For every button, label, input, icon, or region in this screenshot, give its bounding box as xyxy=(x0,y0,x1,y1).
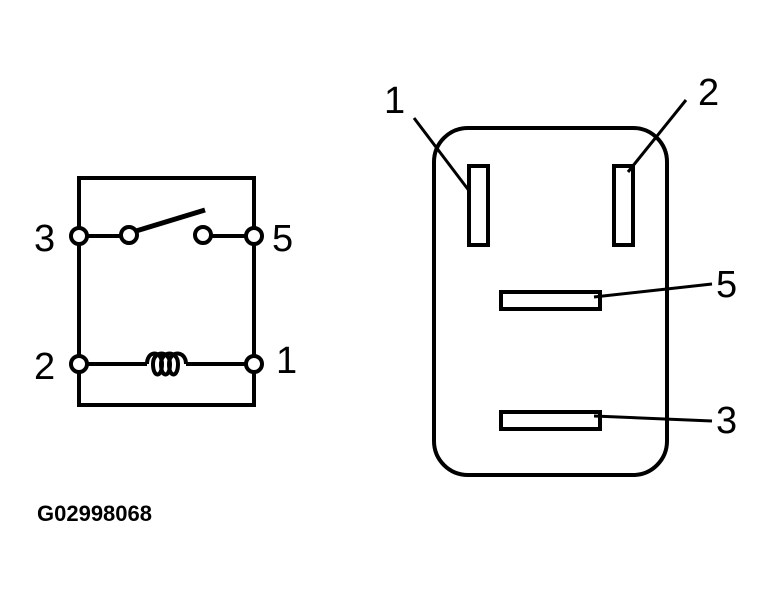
pin-1-blade xyxy=(467,164,490,247)
switch-contact-right xyxy=(193,225,213,245)
connector-housing xyxy=(432,126,669,477)
switch-contact-left xyxy=(119,225,139,245)
terminal-3-label: 3 xyxy=(34,218,56,260)
relay-schematic xyxy=(69,176,264,407)
terminal-1-dot xyxy=(244,354,264,374)
connector-face xyxy=(412,99,713,477)
pin-1-label: 1 xyxy=(384,80,406,122)
terminal-3-dot xyxy=(69,226,89,246)
leader-line-3 xyxy=(593,414,713,423)
pin-3-blade xyxy=(499,410,602,431)
pin-2-blade xyxy=(612,164,635,247)
figure-id: G02998068 xyxy=(37,501,152,526)
terminal-5-label: 5 xyxy=(272,218,294,260)
switch-arm xyxy=(135,207,206,234)
pin-5-label: 5 xyxy=(716,264,738,306)
schematic-outline xyxy=(77,176,256,407)
terminal-5-dot xyxy=(244,226,264,246)
pin-5-blade xyxy=(499,290,602,311)
leader-line-2 xyxy=(626,99,688,173)
terminal-2-dot xyxy=(69,354,89,374)
terminal-1-label: 1 xyxy=(276,340,298,382)
coil-symbol xyxy=(145,351,188,377)
pin-3-label: 3 xyxy=(716,400,738,442)
pin-2-label: 2 xyxy=(698,72,720,114)
leader-line-5 xyxy=(593,282,713,299)
terminal-2-label: 2 xyxy=(34,346,56,388)
leader-line-1 xyxy=(412,117,472,193)
